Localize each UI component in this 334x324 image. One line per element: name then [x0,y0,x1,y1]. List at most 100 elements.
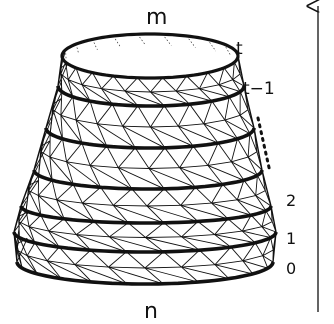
mesh-edge [122,125,166,149]
silhouette-left [13,55,63,263]
mesh-edge [218,84,230,98]
mesh-edge [137,77,151,93]
mesh-edge [82,202,114,206]
mesh-edge [81,72,93,86]
mesh-edge [203,119,225,125]
mesh-edge [106,145,119,168]
layer-label-2: 2 [286,191,296,210]
mesh-edge [181,266,229,280]
mesh-edge [236,199,252,216]
mesh-edge [109,236,127,253]
mesh-edge [49,157,53,181]
mesh-edge [214,264,253,275]
mesh-edge [40,133,51,153]
mesh-edge [177,125,194,147]
mesh-edge [96,103,113,125]
layer-label-t: t [236,39,243,59]
mesh-edge [181,236,231,248]
mesh-edge [207,39,217,52]
mesh-edge [49,138,63,158]
mesh-edge [100,187,114,206]
mesh-edge [199,88,213,102]
mesh-edge [214,234,256,244]
mesh-edge [67,67,77,80]
mesh-edge [230,246,244,262]
mesh-edge [218,79,233,86]
layer-ring-1 [56,85,246,108]
mesh-edge [60,62,67,75]
mesh-edge [40,140,51,147]
mesh-edge [239,114,255,129]
mesh-edge [93,221,110,238]
mesh-edge [26,255,38,275]
mesh-edge [75,119,108,147]
mesh-edge [239,115,251,134]
mesh-edge [207,164,245,181]
mesh-edge [122,105,139,127]
mesh-edge [29,226,49,232]
layer-ring-6 [15,261,275,286]
bottom-label: n [144,299,158,324]
mesh-edge [150,105,165,128]
mesh-edge [146,205,199,222]
mesh-edge [89,165,133,190]
layer-rings [12,32,278,286]
mesh-edge [109,236,164,253]
mesh-edge [254,242,264,256]
mesh-edge [82,84,102,90]
mesh-edge [101,88,126,92]
mesh-edge [28,190,39,196]
mesh-edge [255,175,258,196]
mesh-edge [203,123,238,140]
mesh-edge [145,222,165,238]
mesh-edge [199,88,230,98]
mesh-edge [74,264,93,283]
mesh-edge [262,249,274,257]
layer-ring-3 [32,169,264,191]
mesh-edge [49,104,54,134]
mesh-edge [56,199,83,204]
mesh-edge [108,266,164,285]
mesh-edge [224,119,251,134]
mesh-edge [180,204,229,220]
mesh-edge [150,126,166,149]
mesh-edge [48,230,91,251]
mesh-edge [214,260,243,266]
mesh-edge [38,146,42,176]
mesh-edge [163,105,179,127]
mesh-edge [18,221,36,244]
mesh-edge [199,249,216,266]
mesh-edge [26,255,62,279]
mesh-edge [243,180,257,196]
mesh-edge [211,100,226,121]
mesh-edge [228,96,241,116]
mesh-edge [249,133,258,152]
mesh-edge [52,98,62,105]
mesh-edge [16,238,28,263]
mesh-edge [178,123,204,127]
mesh-edge [146,188,165,207]
mesh-edge [66,161,101,188]
mesh-edge [67,79,91,102]
mesh-edge [144,266,182,269]
mesh-edge [124,90,165,107]
mesh-edge [164,147,181,168]
mesh-edge [67,79,74,97]
mesh-edge [76,234,127,253]
mesh-edge [108,251,127,268]
mesh-edge [218,67,225,85]
mesh-edge [181,234,215,238]
mesh-edge [214,246,232,266]
mesh-edge [56,199,65,219]
mesh-edge [150,91,165,107]
mesh-edge [26,242,36,256]
mesh-edge [48,218,65,232]
mesh-edge [261,226,277,233]
mesh-edge [124,90,151,93]
layer-label-0: 0 [286,259,296,278]
mesh-edge [162,77,177,92]
mesh-edge [117,167,133,190]
mesh-edge [145,237,164,253]
mesh-edge [96,123,136,149]
mesh-edge [48,230,77,236]
